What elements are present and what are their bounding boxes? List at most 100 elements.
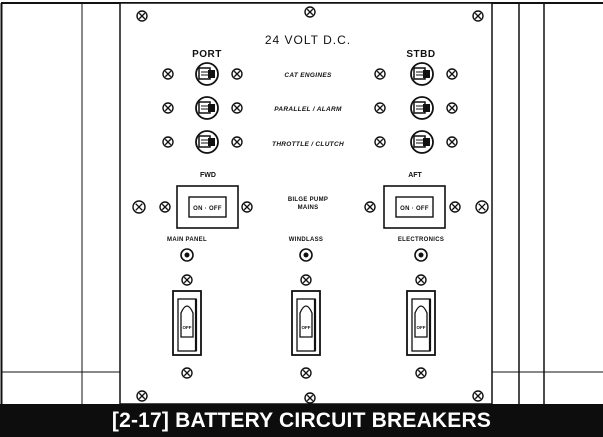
screw-icon xyxy=(364,201,376,213)
screw-icon xyxy=(374,136,386,148)
breaker-knob-icon[interactable] xyxy=(410,62,434,86)
screw-icon xyxy=(162,68,174,80)
screw-icon xyxy=(162,102,174,114)
screw-slot xyxy=(243,203,251,211)
screw-icon xyxy=(304,6,316,18)
screw-slot xyxy=(183,276,191,284)
knob-tab xyxy=(423,70,430,78)
rocker-off-text: OFF xyxy=(302,325,311,330)
panel-title: 24 VOLT D.C. xyxy=(265,33,351,47)
rocker-off-text: OFF xyxy=(183,325,192,330)
breaker-knob-icon[interactable] xyxy=(410,96,434,120)
screw-slot xyxy=(448,70,456,78)
screw-slot xyxy=(306,394,314,402)
screw-slot xyxy=(138,12,146,20)
electronics-breaker[interactable]: OFF xyxy=(406,290,436,356)
screw-slot xyxy=(306,8,314,16)
screw-icon xyxy=(181,274,193,286)
bilge-mains-label: MAINS xyxy=(298,205,319,211)
screw-slot xyxy=(474,392,482,400)
row-label-cat-engines: CAT ENGINES xyxy=(284,72,332,79)
stbd-label: STBD xyxy=(406,49,435,60)
screw-slot xyxy=(233,138,241,146)
indicator-lamp-icon xyxy=(180,248,194,262)
screw-icon xyxy=(374,102,386,114)
figure-caption: [2-17] BATTERY CIRCUIT BREAKERS xyxy=(0,404,603,437)
bilge-pump-label: BILGE PUMP xyxy=(288,197,328,203)
rocker-off-text: OFF xyxy=(417,325,426,330)
screw-icon xyxy=(162,136,174,148)
screw-slot xyxy=(302,369,310,377)
lamp-center xyxy=(303,252,309,258)
rocker-paddle xyxy=(414,305,428,338)
main-panel-label: MAIN PANEL xyxy=(167,237,207,243)
knob-tab xyxy=(208,70,215,78)
screw-slot xyxy=(478,203,486,211)
breaker-knob-icon[interactable] xyxy=(195,96,219,120)
screw-slot xyxy=(448,138,456,146)
fwd-label: FWD xyxy=(200,172,216,179)
screw-slot xyxy=(417,369,425,377)
screw-icon xyxy=(300,367,312,379)
screw-slot xyxy=(451,203,459,211)
screw-icon xyxy=(241,201,253,213)
screw-icon xyxy=(231,102,243,114)
knob-tab xyxy=(208,138,215,146)
aft-label: AFT xyxy=(408,172,422,179)
lamp-center xyxy=(184,252,190,258)
screw-slot xyxy=(448,104,456,112)
screw-icon xyxy=(446,102,458,114)
screw-slot xyxy=(233,104,241,112)
screw-icon xyxy=(472,390,484,402)
screw-icon xyxy=(449,201,461,213)
screw-slot xyxy=(138,392,146,400)
screw-icon xyxy=(475,200,489,214)
indicator-lamp-icon xyxy=(414,248,428,262)
screw-slot xyxy=(164,104,172,112)
main-panel-breaker[interactable]: OFF xyxy=(172,290,202,356)
rocker-paddle xyxy=(299,305,313,338)
screw-slot xyxy=(376,138,384,146)
screw-icon xyxy=(415,274,427,286)
screw-icon xyxy=(374,68,386,80)
windlass-label: WINDLASS xyxy=(289,237,323,243)
screw-icon xyxy=(136,10,148,22)
screw-slot xyxy=(183,369,191,377)
panel-hardware: ON · OFF ON · OFF OFF OFF OFF xyxy=(132,6,489,404)
bilge-aft-switch[interactable]: ON · OFF xyxy=(383,185,446,229)
switch-window xyxy=(188,196,227,218)
screw-icon xyxy=(132,200,146,214)
screw-slot xyxy=(164,70,172,78)
port-label: PORT xyxy=(192,49,222,60)
screw-slot xyxy=(474,12,482,20)
electronics-label: ELECTRONICS xyxy=(398,237,444,243)
knob-tab xyxy=(208,104,215,112)
screw-slot xyxy=(366,203,374,211)
screw-icon xyxy=(231,68,243,80)
screw-slot xyxy=(302,276,310,284)
screw-icon xyxy=(446,68,458,80)
screw-icon xyxy=(300,274,312,286)
switch-window xyxy=(395,196,434,218)
screw-icon xyxy=(159,201,171,213)
screw-slot xyxy=(161,203,169,211)
screw-icon xyxy=(231,136,243,148)
screw-slot xyxy=(417,276,425,284)
screw-icon xyxy=(472,10,484,22)
screw-icon xyxy=(415,367,427,379)
screw-icon xyxy=(446,136,458,148)
screw-icon xyxy=(304,392,316,404)
breaker-knob-icon[interactable] xyxy=(195,130,219,154)
breaker-knob-icon[interactable] xyxy=(410,130,434,154)
knob-tab xyxy=(423,104,430,112)
row-label-throttle-clutch: THROTTLE / CLUTCH xyxy=(272,141,344,148)
knob-tab xyxy=(423,138,430,146)
screw-icon xyxy=(181,367,193,379)
screw-icon xyxy=(136,390,148,402)
screw-slot xyxy=(376,104,384,112)
windlass-breaker[interactable]: OFF xyxy=(291,290,321,356)
screw-slot xyxy=(233,70,241,78)
bilge-fwd-switch[interactable]: ON · OFF xyxy=(176,185,239,229)
indicator-lamp-icon xyxy=(299,248,313,262)
breaker-knob-icon[interactable] xyxy=(195,62,219,86)
